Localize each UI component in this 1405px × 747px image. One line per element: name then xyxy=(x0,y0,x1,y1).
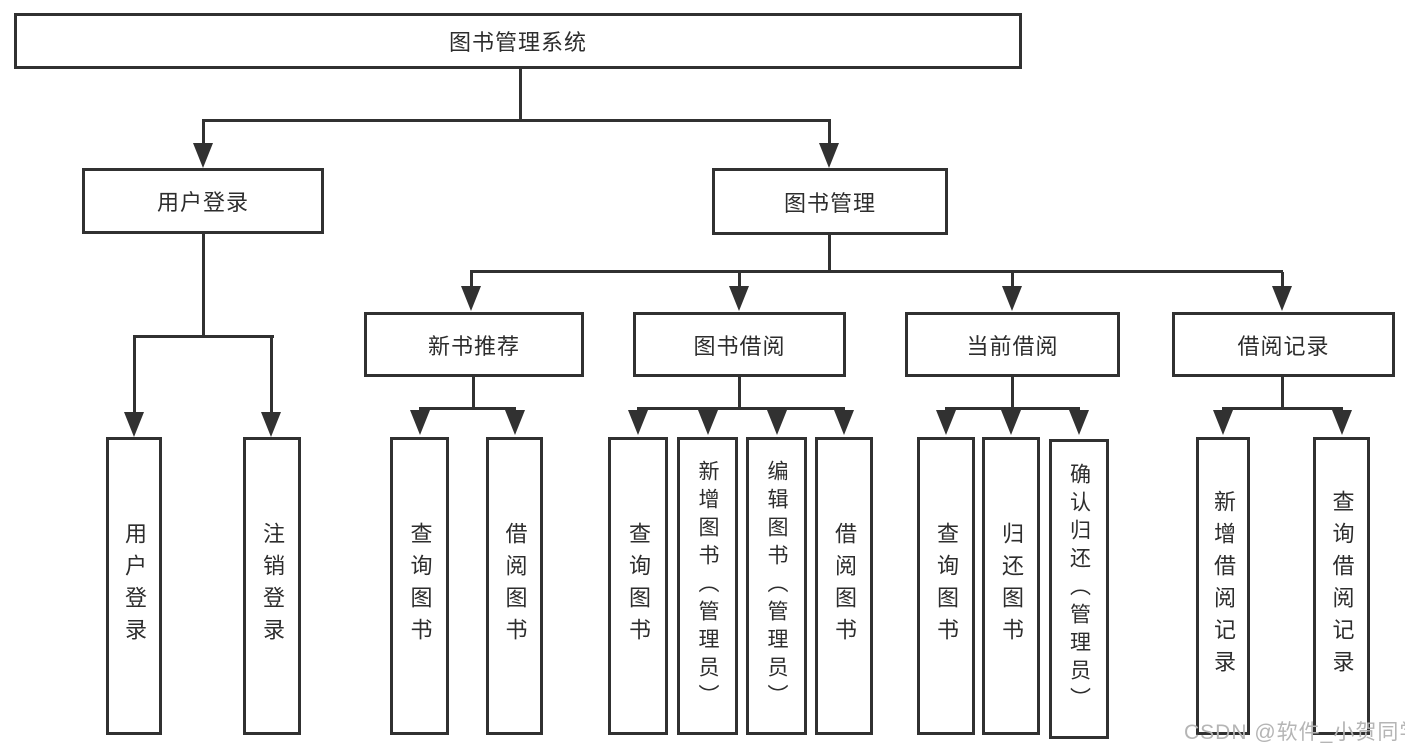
connector-new-rec-trunk xyxy=(472,377,475,408)
node-book-borrow: 图书借阅 xyxy=(633,312,846,377)
node-label: 图书管理系统 xyxy=(448,30,587,55)
arrow-to-rec-query xyxy=(410,410,430,435)
node-new-book-recommend: 新书推荐 xyxy=(364,312,584,377)
leaf-label: 借阅图书 xyxy=(502,522,528,650)
leaf-label: 查询图书 xyxy=(626,522,651,650)
leaf-bb-add-books-admin: 新增图书（管理员） xyxy=(677,437,738,735)
node-label: 新书推荐 xyxy=(427,333,520,359)
connector-stem-leaf-logout xyxy=(270,337,273,413)
arrow-to-leaf-login xyxy=(124,412,144,437)
arrow-to-br-query xyxy=(1332,410,1352,435)
connector-root-trunk xyxy=(519,69,522,120)
leaf-label: 查询借阅记录 xyxy=(1329,490,1355,682)
leaf-user-login: 用户登录 xyxy=(106,437,162,735)
connector-book-mgmt-trunk xyxy=(828,235,831,271)
connector-current-borrow-trunk xyxy=(1011,377,1014,408)
node-label: 图书管理 xyxy=(783,190,876,216)
node-label: 用户登录 xyxy=(156,190,249,215)
leaf-label: 确认归还（管理员） xyxy=(1067,463,1091,715)
leaf-bb-edit-books-admin: 编辑图书（管理员） xyxy=(746,437,807,735)
connector-current-borrow-branch xyxy=(945,407,1080,410)
connector-borrow-records-trunk xyxy=(1281,377,1284,408)
node-library-management-system: 图书管理系统 xyxy=(14,13,1022,69)
arrow-to-bb-add xyxy=(698,410,718,435)
connector-borrow-records-branch xyxy=(1222,407,1343,410)
connector-stem-leaf-login xyxy=(133,337,136,413)
leaf-label: 新增借阅记录 xyxy=(1211,490,1236,682)
node-borrow-records: 借阅记录 xyxy=(1172,312,1395,377)
connector-stem-current-borrow xyxy=(1011,272,1014,287)
leaf-bb-borrow-books: 借阅图书 xyxy=(815,437,873,735)
node-label: 当前借阅 xyxy=(966,333,1059,359)
arrow-to-cb-query xyxy=(936,410,956,435)
leaf-label: 注销登录 xyxy=(260,522,285,650)
leaf-rec-borrow-books: 借阅图书 xyxy=(486,437,543,735)
arrow-to-bb-edit xyxy=(767,410,787,435)
leaf-br-add-record: 新增借阅记录 xyxy=(1196,437,1250,735)
connector-level2-branch xyxy=(470,270,1283,273)
connector-stem-new-rec xyxy=(470,272,473,287)
connector-book-borrow-branch xyxy=(637,407,845,410)
connector-stem-borrow-records xyxy=(1281,272,1284,287)
connector-stem-book-borrow xyxy=(738,272,741,287)
leaf-br-query-record: 查询借阅记录 xyxy=(1313,437,1370,735)
arrow-to-bb-borrow xyxy=(834,410,854,435)
arrow-to-book-mgmt xyxy=(819,143,839,168)
leaf-cb-return-books: 归还图书 xyxy=(982,437,1040,735)
arrow-to-book-borrow xyxy=(729,286,749,311)
leaf-rec-query-books: 查询图书 xyxy=(390,437,449,735)
arrow-to-borrow-records xyxy=(1272,286,1292,311)
connector-user-login-trunk xyxy=(202,234,205,337)
connector-new-rec-branch xyxy=(419,407,516,410)
node-user-login: 用户登录 xyxy=(82,168,324,234)
leaf-label: 归还图书 xyxy=(999,522,1024,650)
arrow-to-user-login xyxy=(193,143,213,168)
arrow-to-leaf-logout xyxy=(261,412,281,437)
leaf-label: 借阅图书 xyxy=(832,522,857,650)
connector-stem-user-login xyxy=(202,121,205,144)
csdn-watermark: CSDN @软件_小贺同学 xyxy=(1184,721,1405,744)
connector-level1-branch xyxy=(202,119,831,122)
arrow-to-new-rec xyxy=(461,286,481,311)
arrow-to-current-borrow xyxy=(1002,286,1022,311)
connector-user-login-branch xyxy=(133,335,274,338)
arrow-to-bb-query xyxy=(628,410,648,435)
leaf-label: 用户登录 xyxy=(122,522,147,650)
arrow-to-rec-borrow xyxy=(505,410,525,435)
leaf-bb-query-books: 查询图书 xyxy=(608,437,668,735)
node-label: 图书借阅 xyxy=(693,333,786,359)
leaf-label: 新增图书（管理员） xyxy=(696,460,719,712)
arrow-to-br-add xyxy=(1213,410,1233,435)
node-book-management: 图书管理 xyxy=(712,168,948,235)
leaf-label: 查询图书 xyxy=(934,522,959,650)
connector-book-borrow-trunk xyxy=(738,377,741,408)
leaf-logout: 注销登录 xyxy=(243,437,301,735)
leaf-cb-confirm-return-admin: 确认归还（管理员） xyxy=(1049,439,1109,739)
leaf-label: 编辑图书（管理员） xyxy=(765,460,788,712)
arrow-to-cb-return xyxy=(1001,410,1021,435)
node-current-borrow: 当前借阅 xyxy=(905,312,1120,377)
leaf-cb-query-books: 查询图书 xyxy=(917,437,975,735)
leaf-label: 查询图书 xyxy=(407,522,433,650)
arrow-to-cb-confirm xyxy=(1069,410,1089,435)
node-label: 借阅记录 xyxy=(1237,333,1330,359)
connector-stem-book-mgmt xyxy=(828,121,831,144)
